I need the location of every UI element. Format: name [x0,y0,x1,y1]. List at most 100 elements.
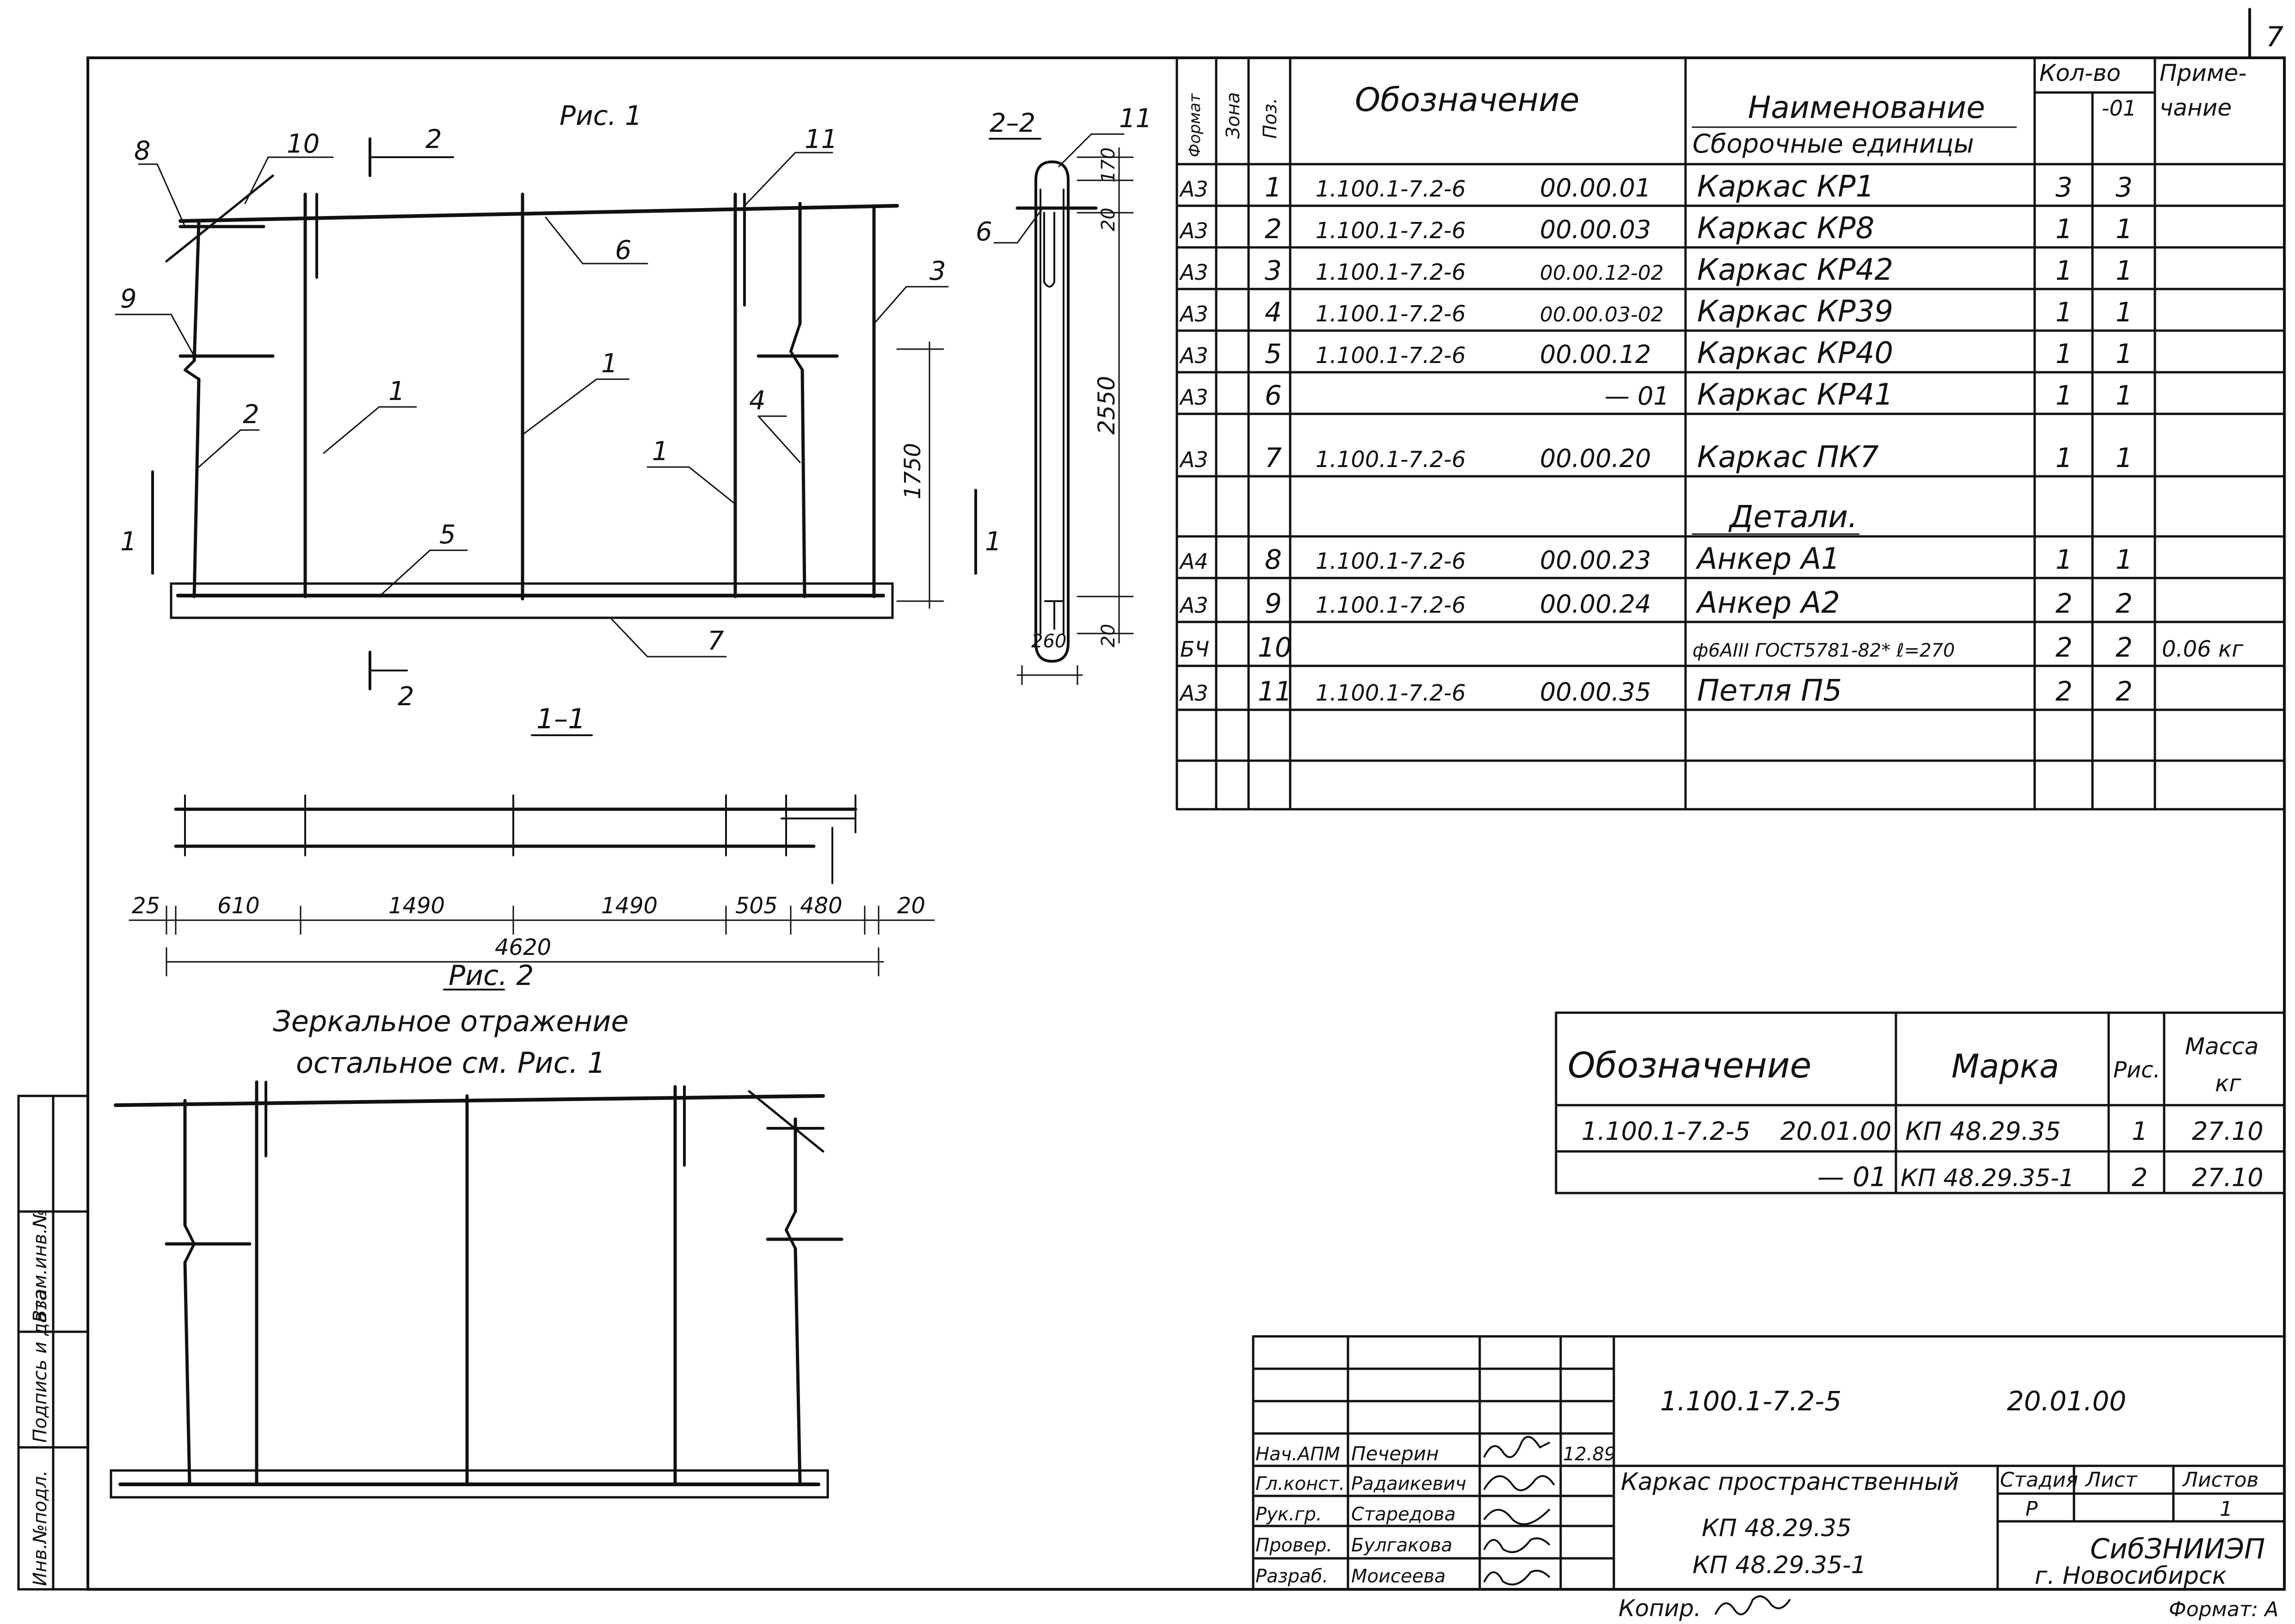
spec-row-3-q1: 1 [2055,255,2073,286]
spec-row-11-pos: 11 [1258,676,1292,707]
marks-row-2-fig: 2 [2132,1163,2147,1192]
spec-header-zone: Зона [1223,92,1244,139]
spec-row-5-doc: 1.100.1-7.2-6 [1316,343,1466,369]
fig1-section-mark-1-right: 1 [985,527,1002,557]
title-code: 1.100.1-7.2-5 [1660,1385,1841,1417]
spec-row-5-code: 00.00.12 [1540,340,1651,369]
fig2-title: Рис. 2 [449,960,534,992]
section-1-1-dim-20: 20 [897,893,925,919]
spec-header-format: Формат [1186,93,1204,157]
title-role-1: Нач.АПМ [1255,1444,1340,1465]
marks-row-2-mass: 27.10 [2192,1163,2264,1192]
spec-row-7-pos: 7 [1265,442,1282,474]
spec-row-1-code: 00.00.01 [1540,173,1651,203]
section-1-1-dim-505: 505 [735,893,778,919]
spec-row-4-format: А3 [1179,301,1208,326]
title-role-4: Провер. [1255,1535,1332,1556]
section-2-2-callout-11: 11 [1119,104,1152,134]
title-name-3: Старедова [1351,1504,1456,1525]
spec-row-5-q1: 1 [2055,338,2073,369]
title-stage-label: Стадия [2000,1468,2078,1492]
fig1-callout-4: 4 [749,386,766,416]
title-code-2: 20.01.00 [2007,1385,2126,1417]
spec-rows: А3 1 1.100.1-7.2-6 00.00.01 Каркас КР1 3… [1179,170,2244,708]
spec-row-7-name: Каркас ПК7 [1697,440,1879,474]
spec-header-designation: Обозначение [1355,81,1580,119]
section-2-2 [989,133,1134,685]
spec-row-10-name: ф6АIII ГОСТ5781-82* ℓ=270 [1692,640,1955,661]
spec-row-1-doc: 1.100.1-7.2-6 [1316,176,1466,202]
spec-row-11-code: 00.00.35 [1540,677,1651,707]
spec-table-grid [1175,56,2286,811]
title-name-1: Печерин [1351,1442,1439,1465]
sheet-number: 7 [2266,21,2283,53]
frame [86,8,2286,1591]
spec-row-10-note: 0.06 кг [2162,636,2244,662]
section-2-2-callout-6: 6 [976,217,992,247]
fig1-section-mark-2-bottom: 2 [398,682,414,712]
fig1-callout-2: 2 [243,400,259,430]
title-sheets-label: Листов [2182,1468,2258,1492]
spec-row-7-code: 00.00.20 [1540,444,1651,473]
spec-row-5-q2: 1 [2116,338,2133,369]
section-1-1-dim-1490a: 1490 [388,893,445,919]
section-1-1-dim-1490b: 1490 [601,893,658,919]
spec-row-7-q1: 1 [2055,442,2073,474]
spec-row-3-pos: 3 [1265,255,1282,286]
fig1-callout-9: 9 [120,284,137,314]
spec-row-5-pos: 5 [1265,338,1282,369]
spec-row-7-q2: 1 [2116,442,2133,474]
spec-row-8-name: Анкер А1 [1695,542,1840,576]
title-name-4: Булгакова [1351,1535,1452,1556]
spec-row-2-pos: 2 [1265,213,1282,245]
spec-row-3-q2: 1 [2116,255,2133,286]
marks-row-1-mark: КП 48.29.35 [1905,1117,2061,1146]
spec-row-6-name: Каркас КР41 [1697,378,1893,412]
spec-row-9-format: А3 [1179,593,1208,618]
fig1-callout-11: 11 [805,124,837,154]
spec-row-3-name: Каркас КР42 [1697,253,1893,287]
side-stamp-sign: Подпись и дата [30,1290,51,1443]
spec-row-11-q2: 2 [2116,676,2133,707]
spec-row-2-q1: 1 [2055,213,2073,245]
spec-row-8-pos: 8 [1265,544,1282,575]
section-2-2-dim-170: 170 [1098,148,1119,183]
spec-row-2-name: Каркас КР8 [1697,211,1874,246]
spec-row-8-code: 00.00.23 [1540,546,1651,575]
side-stamp [17,1095,89,1591]
spec-row-6-code: — 01 [1605,381,1669,411]
section-2-2-dim-20-bottom: 20 [1098,624,1119,647]
fig1-callout-8: 8 [134,136,151,166]
title-name-5: Моисеева [1351,1566,1446,1587]
spec-row-2-format: А3 [1179,218,1208,243]
section-1-1-total: 4620 [495,935,551,960]
title-stage: Р [2025,1497,2038,1521]
spec-row-8-q2: 1 [2116,544,2133,575]
fig1-dim-1750: 1750 [900,443,926,499]
fig2-note-line2: остальное см. Рис. 1 [296,1046,606,1080]
spec-row-9-code: 00.00.24 [1540,590,1651,619]
section-1-1-dim-480: 480 [800,893,843,919]
marks-table-grid [1555,1011,2286,1194]
marks-header-mass-unit: кг [2215,1070,2241,1097]
fig1-callout-1a: 1 [388,376,405,406]
spec-row-10-pos: 10 [1258,632,1292,663]
title-block-grid [1252,1335,2286,1591]
title-date: 12.89 [1563,1444,1616,1465]
spec-row-9-name: Анкер А2 [1695,586,1840,620]
spec-row-6-q1: 1 [2055,380,2073,411]
spec-section-details: Детали. [1728,499,1858,535]
spec-row-11-format: А3 [1179,681,1208,706]
marks-row-1-code: 20.01.00 [1780,1117,1891,1146]
spec-row-4-doc: 1.100.1-7.2-6 [1316,301,1466,327]
spec-row-7-doc: 1.100.1-7.2-6 [1316,447,1466,473]
title-name-line2: КП 48.29.35 [1702,1514,1852,1542]
spec-row-9-q1: 2 [2055,588,2073,619]
title-org-2: г. Новосибирск [2035,1562,2227,1590]
fig1-callout-5: 5 [439,520,456,550]
spec-row-1-name: Каркас КР1 [1697,170,1874,204]
section-2-2-title: 2–2 [990,108,1035,138]
marks-row-2-code: — 01 [1817,1161,1887,1193]
fig1-title: Рис. 1 [560,100,642,131]
